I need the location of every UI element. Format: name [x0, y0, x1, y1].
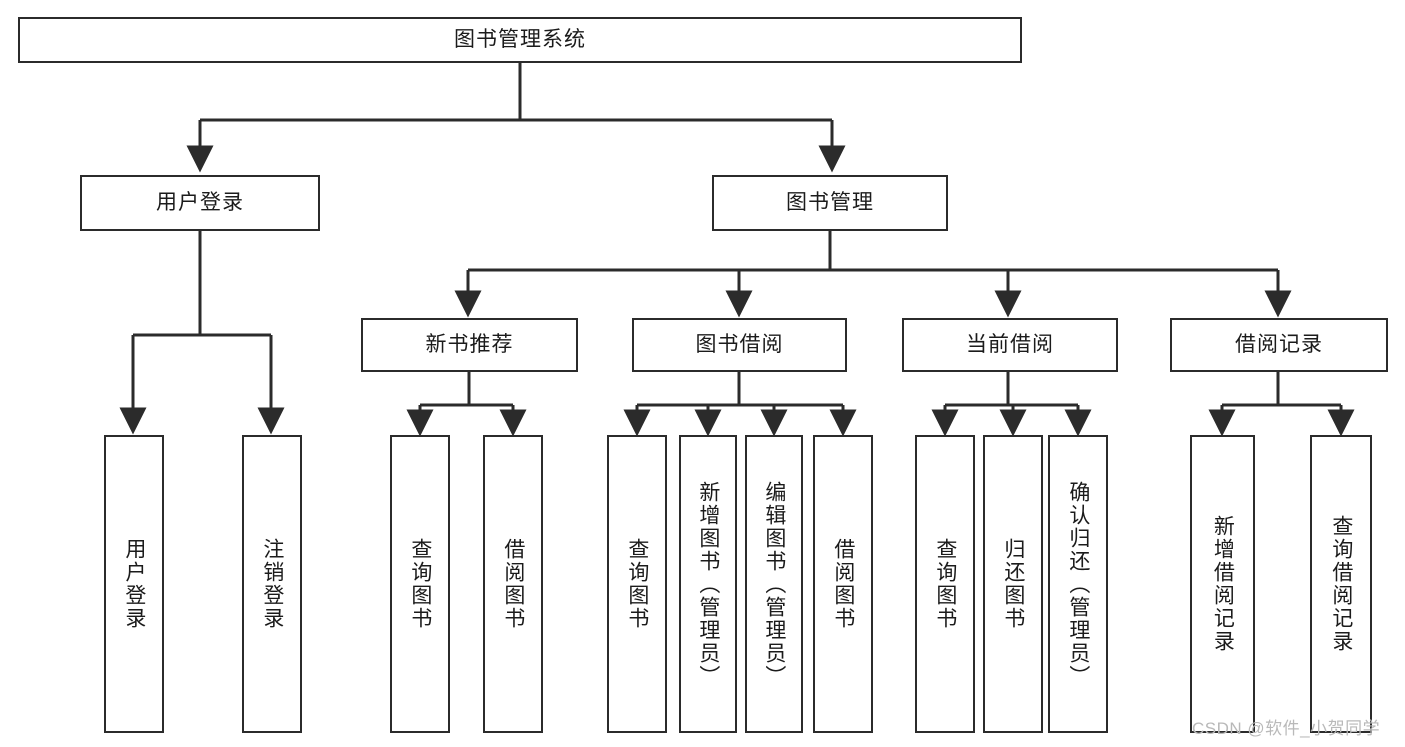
leaf-label: 查询图书	[933, 538, 957, 630]
node-leaf-query-book-current[interactable]: 查询图书	[915, 435, 975, 733]
node-leaf-query-book-recommend[interactable]: 查询图书	[390, 435, 450, 733]
node-leaf-edit-book-admin[interactable]: 编辑图书（管理员）	[745, 435, 803, 733]
node-leaf-add-borrow-record[interactable]: 新增借阅记录	[1190, 435, 1255, 733]
node-book-management[interactable]: 图书管理	[712, 175, 948, 231]
csdn-watermark: CSDN @软件_小贺同学	[1192, 719, 1381, 738]
leaf-label: 用户登录	[122, 538, 146, 630]
node-leaf-user-login[interactable]: 用户登录	[104, 435, 164, 733]
leaf-label: 新增借阅记录	[1211, 515, 1235, 653]
node-leaf-borrow-book[interactable]: 借阅图书	[813, 435, 873, 733]
leaf-label: 查询图书	[408, 538, 432, 630]
node-leaf-confirm-return-admin[interactable]: 确认归还（管理员）	[1048, 435, 1108, 733]
leaf-label: 借阅图书	[831, 538, 855, 630]
node-leaf-query-book-borrow[interactable]: 查询图书	[607, 435, 667, 733]
node-leaf-return-book[interactable]: 归还图书	[983, 435, 1043, 733]
leaf-label: 归还图书	[1001, 538, 1025, 630]
node-borrow-records[interactable]: 借阅记录	[1170, 318, 1388, 372]
leaf-label: 借阅图书	[501, 538, 525, 630]
node-user-login[interactable]: 用户登录	[80, 175, 320, 231]
leaf-label: 确认归还（管理员）	[1066, 480, 1090, 688]
leaf-label: 新增图书（管理员）	[696, 480, 720, 688]
node-leaf-query-borrow-record[interactable]: 查询借阅记录	[1310, 435, 1372, 733]
leaf-label: 查询借阅记录	[1329, 515, 1353, 653]
node-leaf-borrow-book-recommend[interactable]: 借阅图书	[483, 435, 543, 733]
node-root-system[interactable]: 图书管理系统	[18, 17, 1022, 63]
leaf-label: 查询图书	[625, 538, 649, 630]
leaf-label: 注销登录	[260, 538, 284, 630]
node-book-borrow[interactable]: 图书借阅	[632, 318, 847, 372]
node-current-borrow[interactable]: 当前借阅	[902, 318, 1118, 372]
node-new-book-recommend[interactable]: 新书推荐	[361, 318, 578, 372]
leaf-label: 编辑图书（管理员）	[762, 480, 786, 688]
node-leaf-user-logout[interactable]: 注销登录	[242, 435, 302, 733]
node-leaf-add-book-admin[interactable]: 新增图书（管理员）	[679, 435, 737, 733]
